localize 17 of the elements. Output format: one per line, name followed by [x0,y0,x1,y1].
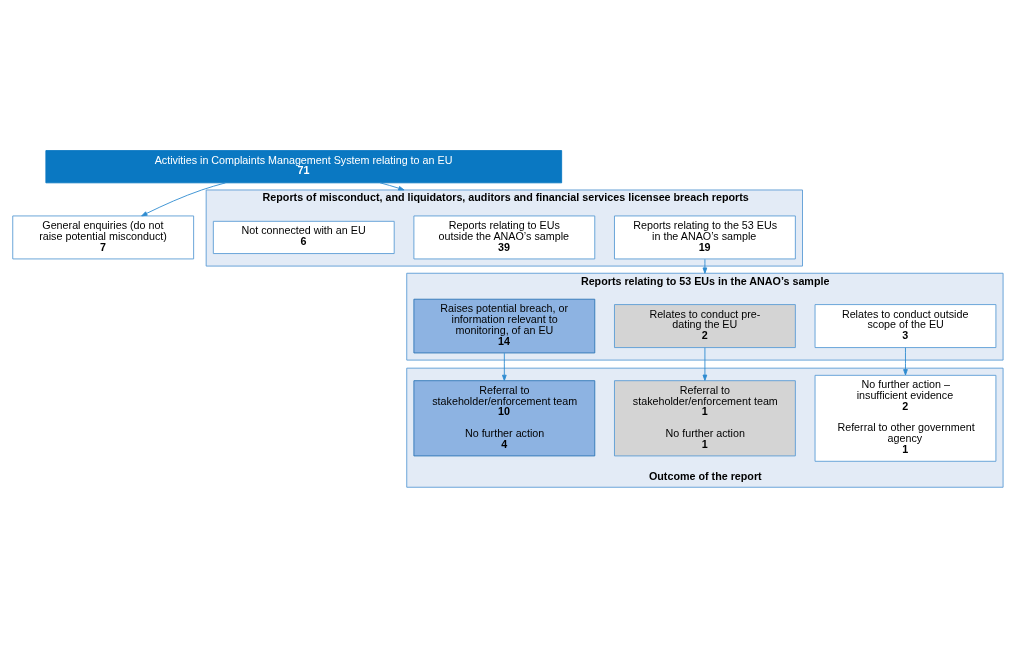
arrow [379,182,405,191]
node-box: Relates to conduct outside scope of the EU 3 [814,304,997,348]
node-box: Reports relating to EUs outside the ANAO’s sample 39 [413,215,596,260]
node-box: Referral to stakeholder/enforcement team 1 No further action 1 [614,380,796,457]
node-box: Reports relating to the 53 EUs in the ANAO’s sample 19 [614,215,796,260]
node-box: Not connected with an EU 6 [212,220,395,254]
node-box: Raises potential breach, or information relevant to monitoring, of an EU 14 [413,298,596,354]
arrow [141,182,226,217]
node-box: No further action – insufficient evidence 2 Referral to other government agency 1 [814,374,997,462]
node-box: Relates to conduct pre-dating the EU 2 [614,304,796,348]
node-box: Referral to stakeholder/enforcement team 10 No further action 4 [413,380,596,457]
arrow [903,347,908,376]
arrow [702,347,708,381]
node-box: Activities in Complaints Management System relating to an EU 71 [45,150,563,184]
node-box: General enquiries (do not raise potential misconduct) 7 [12,215,195,260]
arrow [502,352,507,381]
arrow [702,258,708,274]
